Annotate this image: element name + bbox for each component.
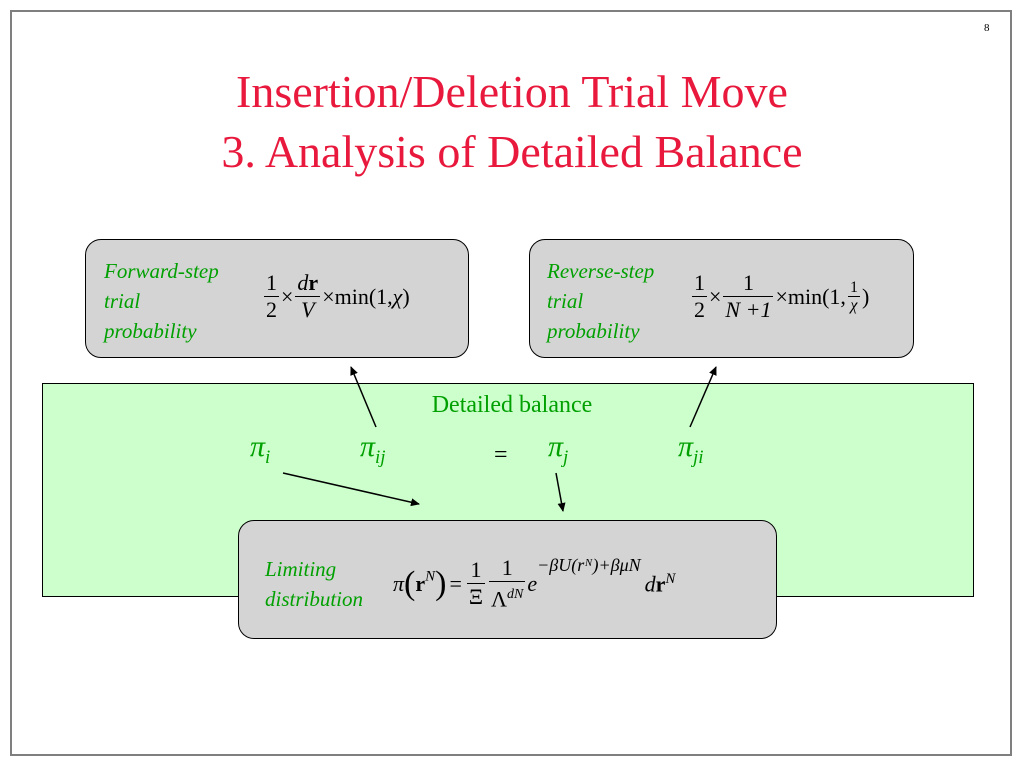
pi-symbol: π <box>393 570 405 596</box>
denominator: N +1 <box>723 296 774 322</box>
arrow-pi-j-to-limiting <box>555 472 566 512</box>
differential: drN <box>645 571 676 597</box>
r-vector: r <box>308 270 319 295</box>
denominator: ΛdN <box>489 581 526 612</box>
denominator: χ <box>847 296 860 314</box>
pi-symbol: π <box>360 430 376 463</box>
numerator: 1 <box>501 555 513 581</box>
forward-label-line2: trial <box>104 289 141 313</box>
denominator: 2 <box>264 296 279 322</box>
reverse-label-line1: Reverse-step <box>547 259 655 283</box>
page-number: 8 <box>984 22 990 34</box>
superscript-n: N <box>665 570 676 587</box>
arrow-pi-ji-to-reverse <box>689 366 717 428</box>
close-paren: ) <box>402 283 410 309</box>
numerator: 1 <box>742 270 754 295</box>
open-paren: ( <box>404 564 416 602</box>
r-vector: r <box>655 571 666 597</box>
reverse-step-label: Reverse-step trial probability <box>547 256 654 346</box>
detailed-balance-label: Detailed balance <box>431 392 593 418</box>
pi-ij-subscript: ij <box>375 447 386 468</box>
arrow-pi-i-to-limiting <box>282 472 420 507</box>
forward-label-line3: probability <box>104 319 197 343</box>
denominator: V <box>295 296 321 323</box>
exponential-e: e <box>527 570 538 596</box>
pi-symbol: π <box>250 430 266 463</box>
pi-i: πi <box>250 430 270 469</box>
pi-ji: πji <box>678 430 704 469</box>
slide-title-line1: Insertion/Deletion Trial Move <box>236 66 788 117</box>
times-sign: × <box>709 283 722 309</box>
forward-step-box <box>85 239 469 358</box>
pi-j: πj <box>548 430 568 469</box>
pi-j-subscript: j <box>563 447 569 468</box>
chi-symbol: χ <box>392 283 403 309</box>
superscript-dn: dN <box>507 587 524 603</box>
close-paren: ) <box>435 564 447 602</box>
times-sign: × <box>322 283 335 309</box>
d-symbol: d <box>297 270 309 295</box>
slide-frame <box>10 10 1012 756</box>
forward-step-label: Forward-step trial probability <box>104 256 219 346</box>
superscript-n: N <box>425 568 436 585</box>
pi-i-subscript: i <box>265 447 271 468</box>
pi-symbol: π <box>548 430 564 463</box>
pi-ji-subscript: ji <box>693 447 704 468</box>
forward-label-line1: Forward-step <box>104 259 219 283</box>
limiting-distribution-box <box>238 520 777 639</box>
reverse-step-box <box>529 239 914 358</box>
close-paren: ) <box>861 283 870 309</box>
numerator: 1 <box>849 279 858 296</box>
numerator: dr <box>295 270 320 296</box>
equals-sign: = <box>494 442 508 468</box>
numerator: 1 <box>694 270 705 295</box>
lambda-symbol: Λ <box>491 586 507 612</box>
d-symbol: d <box>644 571 656 597</box>
numerator: 1 <box>266 270 277 295</box>
pi-ij: πij <box>360 430 386 469</box>
pi-symbol: π <box>678 430 694 463</box>
equals-sign: = <box>449 570 462 596</box>
times-sign: × <box>281 283 294 309</box>
min-open: min(1, <box>334 283 393 309</box>
min-open: min(1, <box>787 283 846 309</box>
numerator: 1 <box>470 557 482 583</box>
reverse-label-line3: probability <box>547 319 640 343</box>
limiting-label-line2: distribution <box>265 587 364 611</box>
times-sign: × <box>775 283 788 309</box>
denominator: 2 <box>692 296 707 322</box>
reverse-label-line2: trial <box>547 289 584 313</box>
limiting-distribution-label: Limiting distribution <box>265 554 363 614</box>
slide-title-line2: 3. Analysis of Detailed Balance <box>221 126 803 177</box>
limiting-label-line1: Limiting <box>265 557 337 581</box>
arrow-pi-ij-to-forward <box>350 366 377 428</box>
exponent: −βU(rᴺ)+βμN <box>537 555 641 575</box>
denominator: Ξ <box>466 583 486 610</box>
r-vector: r <box>415 570 426 596</box>
